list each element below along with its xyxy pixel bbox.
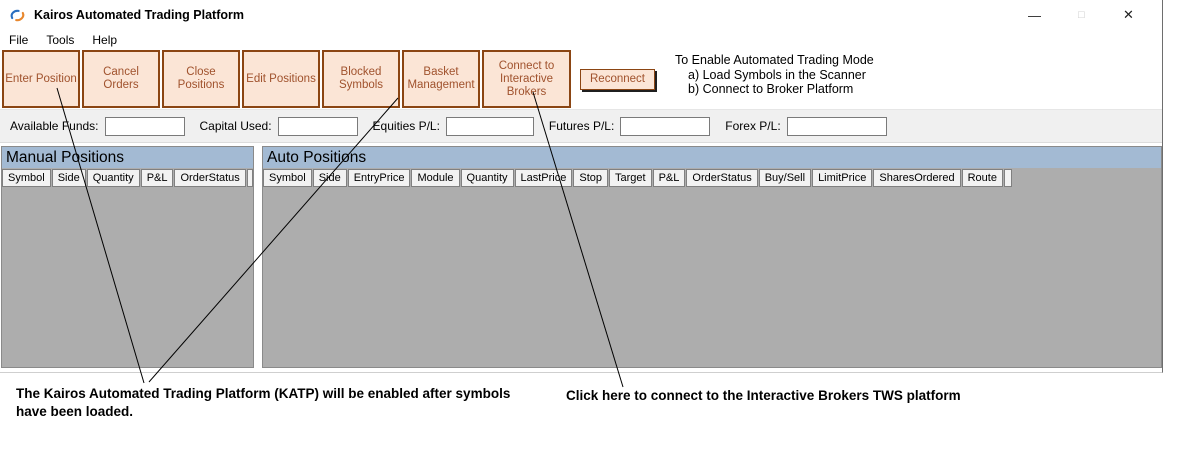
toolbar-button[interactable]: Connect to Interactive Brokers (482, 50, 571, 108)
maximize-button-icon[interactable]: □ (1078, 9, 1085, 21)
column-header[interactable]: Side (51, 169, 86, 187)
toolbar-button[interactable]: Blocked Symbols (322, 50, 400, 108)
column-header[interactable]: EntryPrice (347, 169, 411, 187)
menu-bar: File Tools Help (0, 30, 1162, 49)
fund-field-input[interactable] (445, 116, 534, 136)
column-header[interactable]: OrderStatus (174, 169, 246, 187)
fund-field: Forex P/L: (725, 116, 887, 136)
window-controls: — □ ✕ (1011, 0, 1152, 30)
annotation-katp-enabled: The Kairos Automated Trading Platform (K… (16, 386, 511, 419)
column-header-filler (246, 169, 253, 187)
title-bar: Kairos Automated Trading Platform — □ ✕ (0, 0, 1162, 30)
menu-item[interactable]: File (9, 32, 29, 47)
column-header[interactable]: LimitPrice (812, 169, 873, 187)
minimize-button-icon[interactable]: — (1028, 7, 1041, 23)
fund-field-label: Forex P/L: (725, 119, 781, 133)
column-header[interactable]: Target (609, 169, 652, 187)
toolbar-button[interactable]: Close Positions (162, 50, 240, 108)
menu-item[interactable]: Tools (46, 32, 75, 47)
column-header[interactable]: SharesOrdered (873, 169, 961, 187)
reconnect-button[interactable]: Reconnect (580, 68, 655, 90)
column-header[interactable]: Route (961, 169, 1003, 187)
column-header[interactable]: OrderStatus (686, 169, 758, 187)
reconnect-wrap: Reconnect (580, 50, 655, 108)
fund-field-input[interactable] (104, 116, 185, 136)
annotation-connect-ib: Click here to connect to the Interactive… (566, 388, 961, 403)
fund-field: Capital Used: (199, 116, 358, 136)
fund-field-input[interactable] (786, 116, 887, 136)
column-header[interactable]: LastPrice (514, 169, 573, 187)
fund-field-label: Equities P/L: (372, 119, 440, 133)
close-button-icon[interactable]: ✕ (1123, 7, 1134, 22)
toolbar-button[interactable]: Basket Management (402, 50, 480, 108)
app-icon (10, 9, 25, 21)
fund-field-input[interactable] (277, 116, 358, 136)
column-header[interactable]: Quantity (460, 169, 514, 187)
column-header[interactable]: Symbol (263, 169, 312, 187)
column-header[interactable]: P&L (140, 169, 174, 187)
fund-field-label: Available Funds: (10, 119, 99, 133)
fund-field: Equities P/L: (372, 116, 534, 136)
toolbar-button[interactable]: Enter Position (2, 50, 80, 108)
instruction-line: b) Connect to Broker Platform (688, 82, 854, 96)
fund-field-label: Futures P/L: (548, 119, 615, 133)
window-title: Kairos Automated Trading Platform (34, 8, 244, 22)
column-header[interactable]: P&L (652, 169, 686, 187)
auto-positions-title: Auto Positions (263, 147, 1161, 168)
manual-positions-title: Manual Positions (2, 147, 253, 168)
toolbar-button[interactable]: Edit Positions (242, 50, 320, 108)
toolbar-button[interactable]: Cancel Orders (82, 50, 160, 108)
column-header[interactable]: Quantity (86, 169, 140, 187)
column-header[interactable]: Buy/Sell (758, 169, 812, 187)
fund-field-label: Capital Used: (199, 119, 272, 133)
column-header[interactable]: Side (312, 169, 347, 187)
fund-field-input[interactable] (620, 116, 711, 136)
fund-field: Available Funds: (10, 116, 185, 136)
instruction-line: a) Load Symbols in the Scanner (688, 67, 866, 82)
menu-item[interactable]: Help (92, 32, 118, 47)
funds-bar: Available Funds: Capital Used: Equities … (0, 109, 1162, 143)
instruction-line: To Enable Automated Trading Mode (675, 53, 874, 67)
column-header[interactable]: Stop (573, 169, 609, 187)
fund-field: Futures P/L: (548, 116, 711, 136)
column-header[interactable]: Symbol (2, 169, 51, 187)
column-header-filler (1003, 169, 1012, 187)
app-window: Kairos Automated Trading Platform — □ ✕ … (0, 0, 1163, 373)
column-header[interactable]: Module (411, 169, 460, 187)
